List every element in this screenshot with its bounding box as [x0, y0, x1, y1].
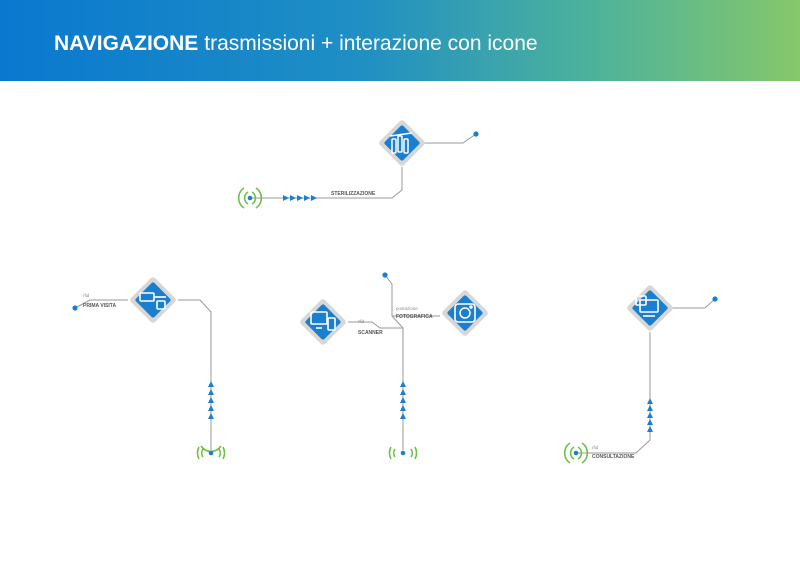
endpoint-dot: [382, 272, 388, 278]
prima-visita-group: rfid PRIMA VISITA: [72, 276, 226, 460]
signal-icon: [563, 442, 589, 464]
connector-line: [348, 321, 403, 329]
label-fotografica-small: postazione: [396, 306, 418, 311]
connector-line: [576, 332, 651, 454]
camera-icon[interactable]: [441, 289, 489, 337]
label-fotografica: FOTOGRAFICA: [396, 314, 433, 320]
transmission-arrows: [400, 381, 406, 419]
endpoint-dot: [72, 305, 78, 311]
label-consultazione: CONSULTAZIONE: [592, 454, 635, 460]
label-scanner: SCANNER: [358, 330, 383, 336]
label-prima-visita-small: rfid: [83, 293, 90, 298]
transmission-arrows: [283, 195, 317, 201]
label-scanner-small: rfid: [358, 319, 365, 324]
dental-tool-icon[interactable]: [129, 276, 177, 324]
connector-line: [424, 133, 477, 144]
endpoint-dot: [473, 131, 479, 137]
scanner-fotografica-group: rfid SCANNER postazione FOTOGRAFICA: [299, 272, 489, 460]
connector-line: [384, 274, 404, 450]
label-prima-visita: PRIMA VISITA: [83, 303, 116, 309]
connector-line: [74, 299, 128, 309]
consultazione-group: rfid CONSULTAZIONE: [563, 284, 718, 464]
title-subtitle: trasmissioni + interazione con icone: [204, 32, 538, 55]
connector-line: [250, 167, 403, 199]
connector-line: [178, 299, 212, 450]
title-strong: NAVIGAZIONE: [54, 32, 199, 55]
signal-icon: [388, 446, 418, 460]
computer-scanner-icon[interactable]: [299, 298, 347, 346]
signal-icon: [237, 187, 263, 209]
sterilizzazione-group: STERILIZZAZIONE: [237, 120, 479, 209]
label-consultazione-small: rfid: [592, 445, 599, 450]
connector-line: [672, 298, 716, 309]
transmission-arrows: [647, 398, 653, 432]
endpoint-dot: [712, 296, 718, 302]
document-monitor-icon[interactable]: [626, 284, 674, 332]
signal-icon: [196, 445, 226, 460]
transmission-arrows: [208, 381, 214, 419]
label-sterilizzazione: STERILIZZAZIONE: [331, 191, 376, 197]
